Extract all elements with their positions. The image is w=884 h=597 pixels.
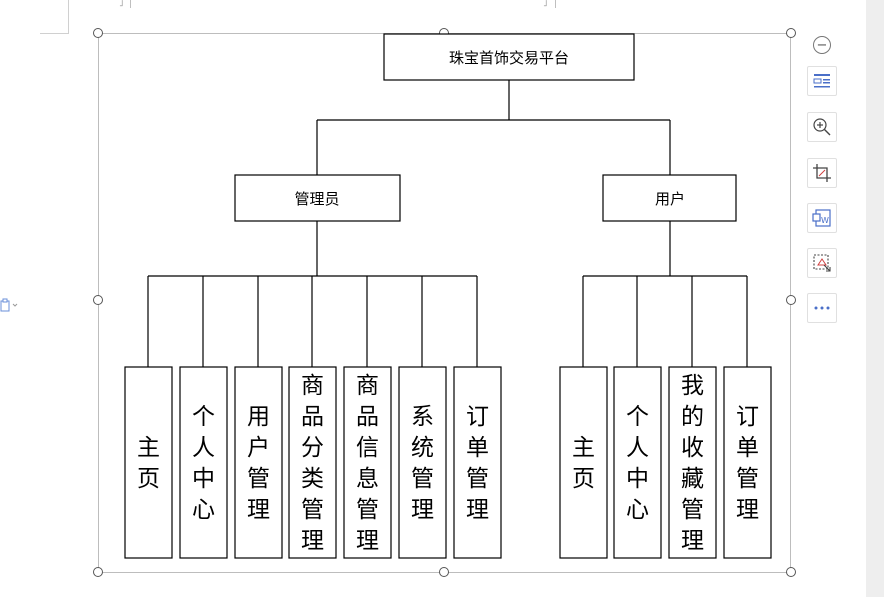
- paste-options-icon[interactable]: [0, 298, 20, 315]
- leaf-node-label: 系统管理: [411, 404, 434, 523]
- user-node: 用户: [602, 174, 737, 222]
- resize-handle-bottom[interactable]: [439, 567, 449, 577]
- more-icon: [814, 306, 830, 310]
- admin-node-label: 管理员: [294, 190, 339, 208]
- wrap-text-icon: W: [812, 209, 831, 227]
- text-boundary-corner: ˩: [543, 0, 548, 9]
- leaf-node-label: 个人中心: [626, 404, 649, 523]
- root-node-label: 珠宝首饰交易平台: [449, 49, 569, 67]
- page-margin-mark: [555, 0, 556, 8]
- resize-handle-right[interactable]: [786, 295, 796, 305]
- leaf-node: 用户管理: [234, 366, 283, 559]
- zoom-in-button[interactable]: [807, 112, 837, 142]
- svg-text:W: W: [821, 216, 829, 225]
- leaf-node-label: 商品信息管理: [356, 373, 379, 554]
- resize-handle-left[interactable]: [93, 295, 103, 305]
- root-node: 珠宝首饰交易平台: [383, 33, 635, 81]
- leaf-node-label: 我的收藏管理: [681, 373, 704, 554]
- crop-button[interactable]: [807, 158, 837, 188]
- page-margin-line: [68, 0, 69, 34]
- leaf-node-label: 用户管理: [247, 404, 270, 523]
- leaf-node: 订单管理: [453, 366, 502, 559]
- more-options-button[interactable]: [807, 293, 837, 323]
- image-select-icon: [813, 254, 831, 272]
- leaf-node-label: 商品分类管理: [301, 373, 324, 554]
- leaf-node: 个人中心: [613, 366, 662, 559]
- leaf-node: 主页: [559, 366, 608, 559]
- resize-handle-bottom-right[interactable]: [786, 567, 796, 577]
- text-boundary-corner: ˩: [119, 0, 124, 9]
- collapse-icon[interactable]: −: [813, 36, 831, 54]
- resize-handle-top-left[interactable]: [93, 28, 103, 38]
- leaf-node: 个人中心: [179, 366, 228, 559]
- page-margin-mark: [130, 0, 131, 8]
- leaf-node: 主页: [124, 366, 173, 559]
- crop-icon: [813, 164, 831, 182]
- leaf-node: 我的收藏管理: [668, 366, 717, 559]
- resize-handle-top-right[interactable]: [786, 28, 796, 38]
- image-select-button[interactable]: [807, 248, 837, 278]
- admin-node: 管理员: [234, 174, 401, 222]
- zoom-in-icon: [813, 118, 831, 136]
- user-node-label: 用户: [655, 190, 685, 208]
- wrap-text-button[interactable]: W: [807, 203, 837, 233]
- document-right-gutter: [866, 0, 884, 597]
- leaf-node-label: 主页: [137, 435, 160, 492]
- leaf-node-label: 主页: [572, 435, 595, 492]
- leaf-node: 商品信息管理: [343, 366, 392, 559]
- leaf-node-label: 订单管理: [466, 404, 489, 523]
- leaf-node-label: 订单管理: [736, 404, 759, 523]
- leaf-node: 订单管理: [723, 366, 772, 559]
- leaf-node: 商品分类管理: [288, 366, 337, 559]
- layout-options-icon: [813, 74, 830, 88]
- layout-options-button[interactable]: [807, 66, 837, 96]
- page-margin-line: [40, 33, 68, 34]
- resize-handle-bottom-left[interactable]: [93, 567, 103, 577]
- leaf-node-label: 个人中心: [192, 404, 215, 523]
- leaf-node: 系统管理: [398, 366, 447, 559]
